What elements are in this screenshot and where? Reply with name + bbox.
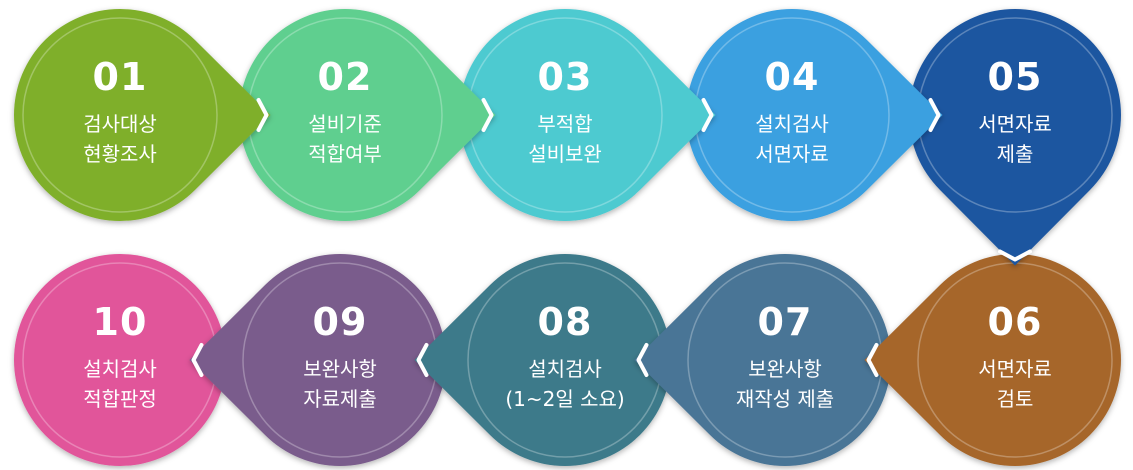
step-05-label-line2: 제출 — [996, 142, 1034, 166]
chevron-left-icon — [866, 343, 879, 377]
step-04-label-line2: 서면자료 — [755, 142, 829, 166]
step-08-number: 08 — [537, 300, 593, 344]
chevron-down-icon — [998, 249, 1032, 262]
step-03-bubble — [459, 8, 716, 221]
step-02-bubble — [239, 8, 496, 221]
step-08-label: 설치검사 (1~2일 소요) — [470, 354, 660, 414]
chevron-right-icon — [928, 98, 941, 132]
step-07-label-line1: 보완사항 — [748, 357, 822, 381]
step-10-label-line2: 적합판정 — [83, 387, 157, 411]
step-09-label-line1: 보완사항 — [303, 357, 377, 381]
step-05-number: 05 — [987, 55, 1043, 99]
step-01-bubble — [14, 8, 271, 221]
chevron-right-icon — [701, 98, 714, 132]
step-08-label-line2: (1~2일 소요) — [505, 387, 625, 411]
chevron-right-icon — [256, 98, 269, 132]
step-04-number: 04 — [764, 55, 820, 99]
step-06-label-line2: 검토 — [996, 387, 1034, 411]
step-08-label-line1: 설치검사 — [528, 357, 602, 381]
step-01-label-line1: 검사대상 — [83, 112, 157, 136]
step-07-label-line2: 재작성 제출 — [735, 387, 835, 411]
step-06-number: 06 — [987, 300, 1043, 344]
step-08-bubble — [414, 253, 672, 467]
chevron-right-icon — [481, 98, 494, 132]
step-03-label-line1: 부적합 — [537, 112, 593, 136]
step-06-label-line1: 서면자료 — [978, 357, 1052, 381]
step-09-number: 09 — [312, 300, 368, 344]
step-03-number: 03 — [537, 55, 593, 99]
chevron-left-icon — [636, 343, 649, 377]
step-10-bubble — [14, 254, 226, 466]
step-07-number: 07 — [757, 300, 813, 344]
step-04-bubble — [686, 8, 943, 221]
step-07-bubble — [634, 253, 891, 467]
chevron-left-icon — [416, 343, 429, 377]
step-05-label-line1: 서면자료 — [978, 112, 1052, 136]
chevron-left-icon — [191, 343, 204, 377]
step-06-bubble — [864, 253, 1121, 466]
step-02-number: 02 — [317, 55, 373, 99]
step-09-label-line2: 자료제출 — [303, 387, 377, 411]
step-05-bubble — [909, 9, 1122, 266]
step-10-label-line1: 설치검사 — [83, 357, 157, 381]
step-02-label-line2: 적합여부 — [308, 142, 382, 166]
step-01-shape — [14, 8, 271, 221]
step-05-shape — [909, 9, 1122, 266]
step-04-label-line1: 설치검사 — [755, 112, 829, 136]
step-09-bubble — [189, 253, 447, 467]
step-01-inner-ring — [22, 17, 218, 213]
step-03-label-line2: 설비보완 — [528, 142, 602, 166]
step-01-label-line2: 현황조사 — [83, 142, 157, 166]
step-10-number: 10 — [92, 300, 148, 344]
step-01-number: 01 — [92, 55, 148, 99]
step-02-label-line1: 설비기준 — [308, 112, 382, 136]
